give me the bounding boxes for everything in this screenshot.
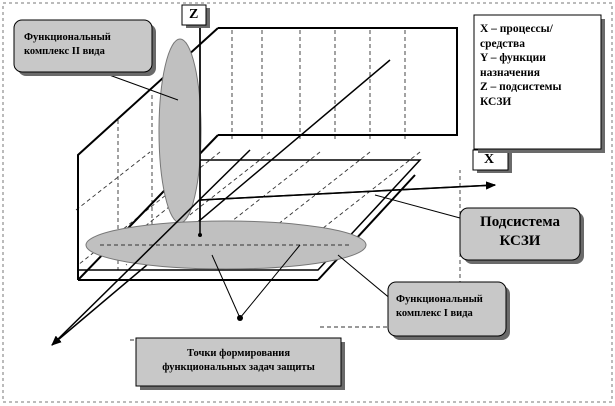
z-axis-label-box [181,4,207,26]
legend-x-line: X – процессы/ [480,23,553,35]
subsystem-callout-box [459,207,581,261]
legend-box [473,14,602,150]
functional-complex-ii-ellipse [158,38,202,224]
subsystem-label-line2: КСЗИ [499,233,541,249]
formation-point-dot [237,315,243,321]
points-callout-box [135,337,342,387]
complex-ii-callout: Функциональный комплекс II вида [24,31,111,59]
axis-origin-dot [198,233,202,237]
subsystem-plane [78,159,422,271]
legend-y-line-cont: назначения [480,66,540,79]
complex-ii-callout-box [13,19,153,73]
complex-i-callout: Функциональный комплекс I вида [396,293,483,321]
complex-ii-label-line2: комплекс II вида [24,46,105,57]
legend: X – процессы/ средства Y – функции назна… [480,22,561,109]
points-label-line1: Точки формирования [186,348,291,359]
subsystem-callout: Подсистема КСЗИ [460,213,580,251]
complex-i-callout-box [387,281,507,337]
z-axis-label: Z [189,7,199,22]
subsystem-label-line1: Подсистема [480,214,560,230]
legend-z-line: Z – подсистемы [480,81,562,93]
legend-z-line-cont: КСЗИ [480,95,512,108]
y-axis-line [51,59,391,346]
points-callout: Точки формирования функциональных задач … [136,347,341,375]
legend-y-line: Y – функции [480,52,546,64]
x-axis-front [199,181,496,201]
x-axis-label: X [484,152,495,167]
complex-ii-label-line1: Функциональный [24,32,111,43]
legend-x-line-cont: средства [480,37,525,50]
complex-i-label-line1: Функциональный [396,294,483,305]
points-label-line2: функциональных задач защиты [162,362,315,373]
complex-i-label-line2: комплекс I вида [396,308,473,319]
y-axis-front [51,149,251,346]
